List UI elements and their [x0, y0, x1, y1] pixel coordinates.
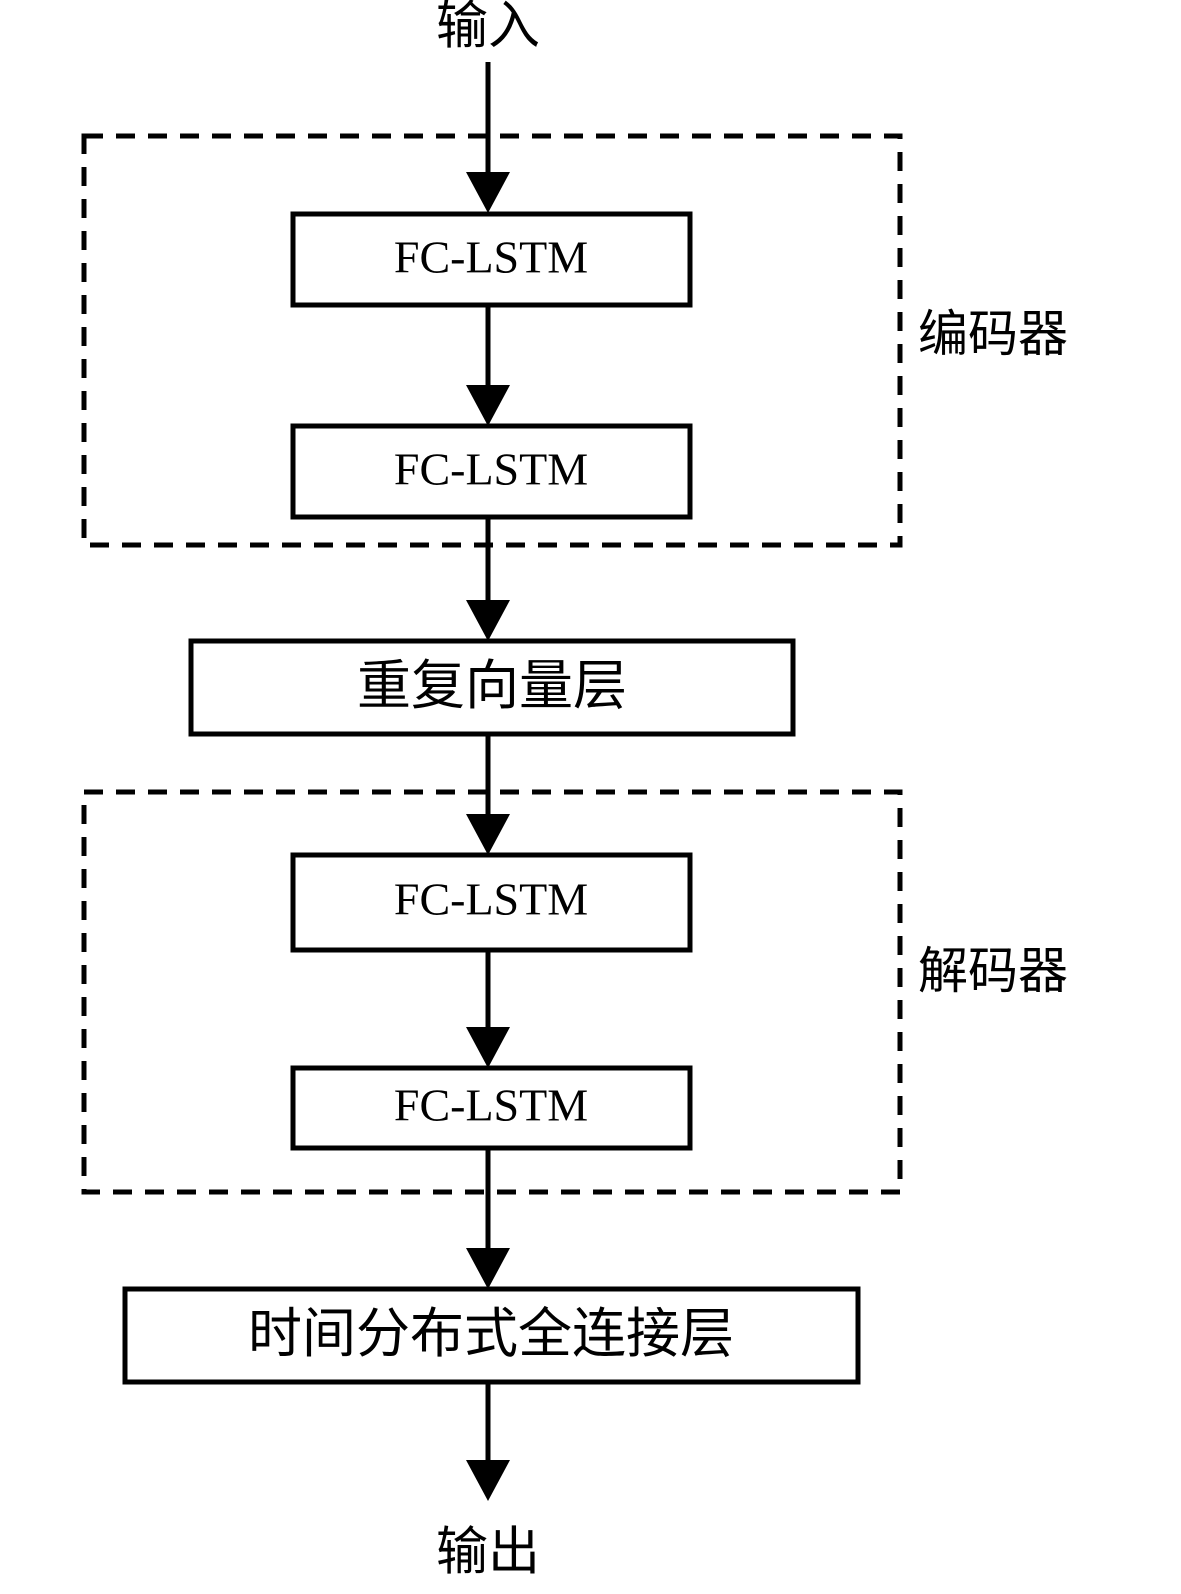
- node-encoder-lstm-1-label: FC-LSTM: [394, 232, 588, 283]
- node-repeat-vector-label: 重复向量层: [357, 654, 627, 717]
- node-decoder-lstm-2-label: FC-LSTM: [394, 1080, 588, 1131]
- edge-input-to-encoder-lstm-1: [466, 62, 510, 213]
- edge-decoder-lstm-2-to-time-distributed-dense: [466, 1148, 510, 1289]
- arrow-head-icon: [466, 1248, 510, 1289]
- arrow-head-icon: [466, 385, 510, 426]
- node-encoder-lstm-2[interactable]: [290, 423, 693, 520]
- node-time-distributed-dense-label: 时间分布式全连接层: [248, 1302, 734, 1365]
- decoder-group-label: 解码器: [918, 942, 1068, 1000]
- output-label: 输出: [436, 1523, 540, 1583]
- encoder-group-box: [81, 133, 903, 548]
- node-repeat-vector[interactable]: [188, 638, 796, 737]
- arrow-head-icon: [466, 814, 510, 855]
- arrow-head-icon: [466, 172, 510, 213]
- edge-time-distributed-dense-to-output: [466, 1382, 510, 1501]
- node-decoder-lstm-2[interactable]: [290, 1065, 693, 1151]
- encoder-group-label: 编码器: [918, 305, 1068, 363]
- edge-repeat-vector-to-decoder-lstm-1: [466, 734, 510, 855]
- node-decoder-lstm-1-label: FC-LSTM: [394, 874, 588, 925]
- arrow-head-icon: [466, 1027, 510, 1068]
- node-time-distributed-dense[interactable]: [122, 1286, 861, 1385]
- arrow-head-icon: [466, 600, 510, 641]
- edge-encoder-lstm-2-to-repeat-vector: [466, 516, 510, 641]
- arrow-head-icon: [466, 1460, 510, 1501]
- input-label: 输入: [436, 0, 540, 57]
- node-encoder-lstm-2-label: FC-LSTM: [394, 444, 588, 495]
- node-decoder-lstm-1[interactable]: [290, 852, 693, 953]
- edge-encoder-lstm-1-to-encoder-lstm-2: [466, 305, 510, 426]
- edge-decoder-lstm-1-to-decoder-lstm-2: [466, 950, 510, 1068]
- node-encoder-lstm-1[interactable]: [290, 211, 693, 308]
